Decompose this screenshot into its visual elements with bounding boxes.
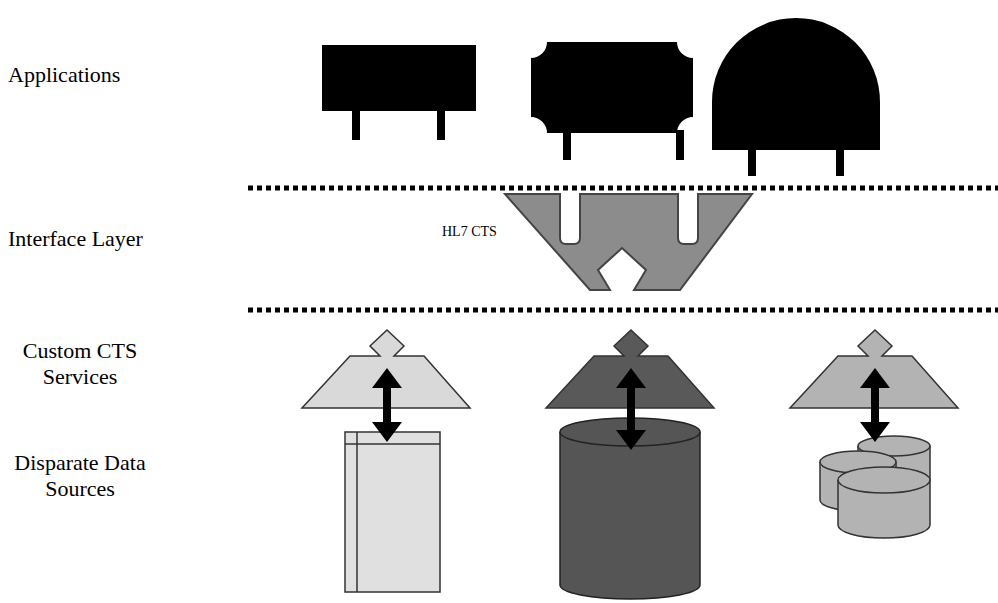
application-shape <box>531 42 693 160</box>
layer-divider <box>248 186 998 191</box>
layer-label: Disparate Data Sources <box>0 450 160 502</box>
layer-label: Applications <box>8 62 208 88</box>
layer-label: Interface Layer <box>8 226 208 252</box>
application-shape <box>712 18 880 176</box>
interface-shape <box>440 188 760 298</box>
double-arrow <box>860 368 890 442</box>
application-shape <box>322 45 476 140</box>
database-cylinder <box>560 418 700 599</box>
file-store <box>345 432 440 592</box>
double-arrow <box>616 368 646 450</box>
node-label: HL7 CTS <box>442 224 497 240</box>
double-arrow <box>372 368 402 442</box>
layer-divider <box>248 308 998 313</box>
database-stack <box>820 436 930 538</box>
layer-label: Custom CTS Services <box>0 338 160 390</box>
interface-node: HL7 CTS <box>440 188 760 298</box>
